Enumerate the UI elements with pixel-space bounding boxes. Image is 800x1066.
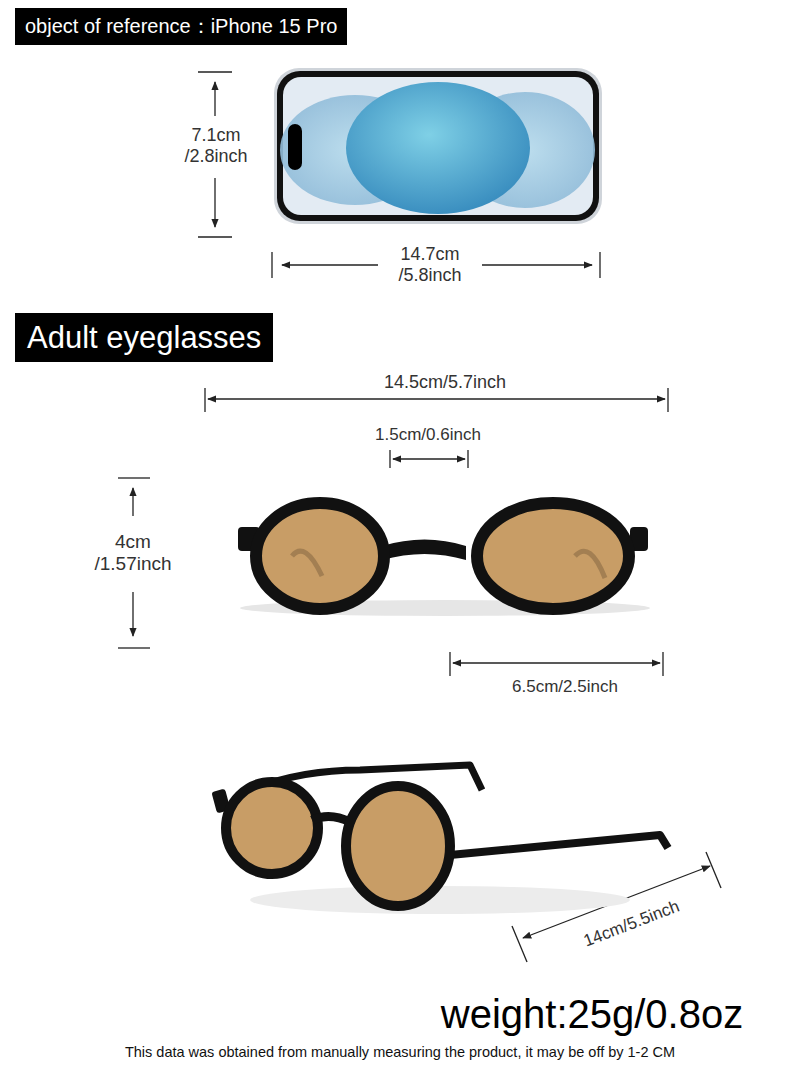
dimension-label: 14.7cm /5.8inch <box>390 244 470 285</box>
eyeglasses-side <box>211 765 668 914</box>
title-bar: object of reference：iPhone 15 Pro <box>15 8 347 45</box>
dimension-label: 14.5cm/5.7inch <box>384 372 506 393</box>
eyeglasses-front <box>238 503 650 616</box>
dimension-label: 1.5cm/0.6inch <box>375 425 481 445</box>
footnote: This data was obtained from manually mea… <box>125 1044 675 1061</box>
dimension-label: 6.5cm/2.5inch <box>512 677 618 697</box>
title-text: Adult eyeglasses <box>27 320 261 355</box>
phone-drawing <box>274 68 602 224</box>
dimension-label: 7.1cm /2.8inch <box>176 125 256 166</box>
dimension-lines <box>118 72 721 962</box>
weight-label: weight:25g/0.8oz <box>441 991 743 1037</box>
dimension-label: 4cm /1.57inch <box>88 531 178 575</box>
title-bar: Adult eyeglasses <box>15 313 273 362</box>
title-text: object of reference：iPhone 15 Pro <box>25 15 337 37</box>
